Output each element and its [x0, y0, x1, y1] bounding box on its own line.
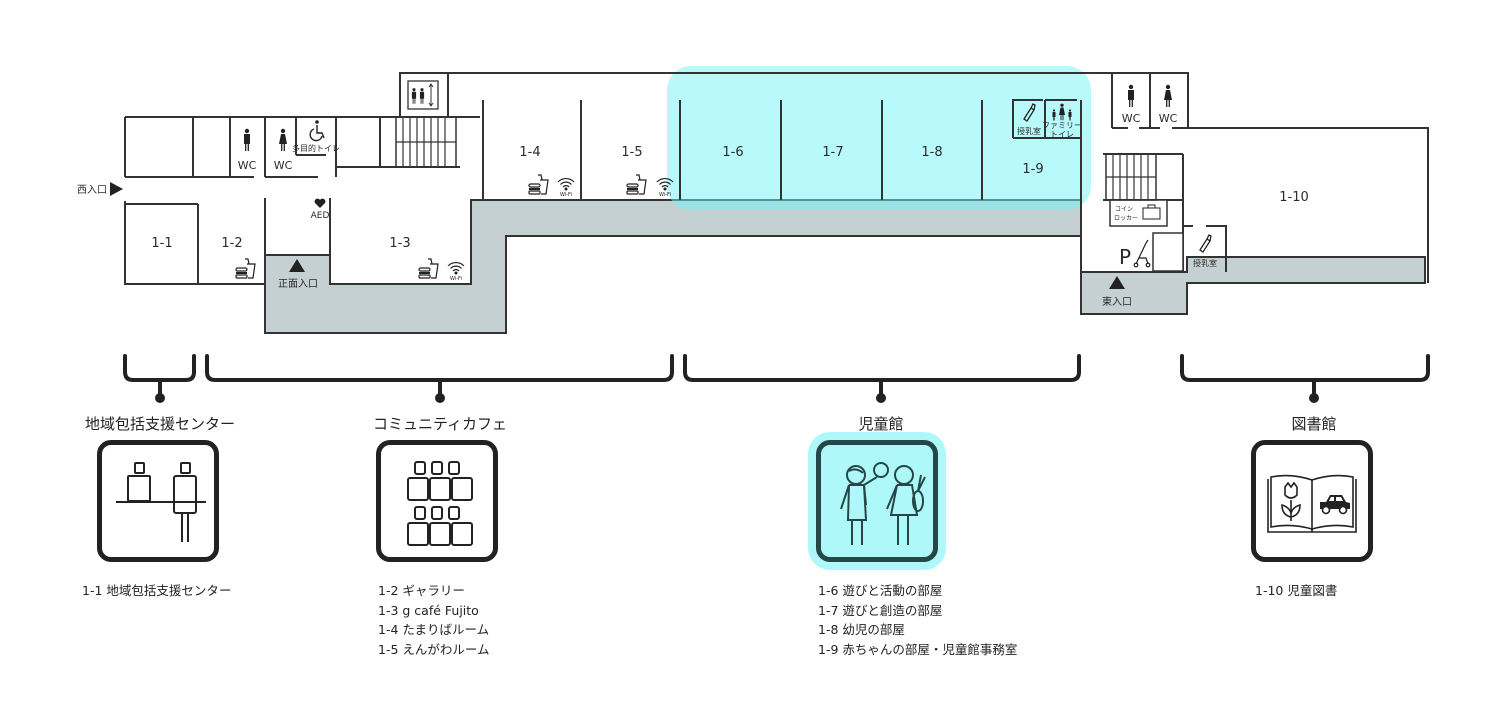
west-entrance-label: 西入口	[77, 185, 107, 196]
stairs-west	[395, 116, 457, 168]
bracket-dot	[155, 393, 165, 403]
children-hall-highlight	[667, 66, 1091, 210]
room-1-4: 1-4	[519, 145, 540, 160]
list-item: 1-5 えんがわルーム	[378, 641, 490, 657]
main-entrance-arrow-icon	[289, 259, 305, 272]
east-entrance-label: 東入口	[1102, 295, 1132, 308]
list-item: 1-2 ギャラリー	[378, 583, 465, 598]
wc-label-4: WC	[1159, 112, 1178, 125]
bracket-community-cafe	[205, 354, 674, 397]
cafe-seating-icon	[407, 461, 473, 546]
nursing-family-rooms	[1012, 99, 1080, 139]
room-dividers	[482, 100, 1082, 200]
nursing-room-label-2: 授乳室	[1193, 258, 1217, 268]
wc-label-3: WC	[1122, 112, 1141, 125]
section-title-community-cafe: コミュニティカフェ	[372, 415, 508, 433]
list-item: 1-4 たまりばルーム	[378, 622, 490, 637]
room-1-8: 1-8	[921, 145, 942, 160]
coin-locker-label-1: コイン	[1115, 206, 1133, 213]
coin-locker-label-2: ロッカー	[1114, 215, 1138, 222]
west-block-walls	[124, 116, 480, 285]
bracket-community-center	[123, 354, 196, 397]
corridor-east	[1080, 256, 1426, 315]
east-entrance-arrow-icon	[1109, 276, 1125, 289]
wc-men-west-icon	[243, 128, 251, 152]
food-icon	[626, 174, 647, 195]
family-toilet-label-1: ファミリー	[1042, 121, 1082, 130]
list-community-cafe: 1-2 ギャラリー 1-3 g café Fujito 1-4 たまりばルーム …	[378, 581, 490, 659]
bracket-childrens-hall	[683, 354, 1081, 397]
room-1-6: 1-6	[722, 145, 743, 160]
bracket-dot	[435, 393, 445, 403]
picture-book-icon	[1267, 474, 1357, 533]
list-item: 1-8 幼児の部屋	[818, 622, 905, 637]
list-item: 1-1 地域包括支援センター	[82, 583, 232, 598]
bracket-library	[1180, 354, 1430, 397]
wc-label-2: WC	[274, 159, 293, 172]
bracket-dot	[1309, 393, 1319, 403]
list-item: 1-6 遊びと活動の部屋	[818, 583, 943, 598]
aed-label: AED	[311, 211, 330, 221]
section-title-community-center: 地域包括支援センター	[84, 415, 236, 433]
corridor-main	[264, 199, 1082, 334]
room-1-5: 1-5	[621, 145, 642, 160]
list-item: 1-7 遊びと創造の部屋	[818, 602, 943, 618]
stroller-icon	[1133, 239, 1151, 268]
card-community-cafe[interactable]	[376, 440, 498, 562]
wc-men-east-icon	[1127, 84, 1135, 108]
children-playing-icon	[840, 462, 926, 545]
food-icon	[235, 258, 256, 279]
main-entrance-label: 正面入口	[278, 279, 318, 290]
list-community-center: 1-1 地域包括支援センター	[82, 581, 231, 601]
card-community-center[interactable]	[97, 440, 219, 562]
section-title-library: 図書館	[1291, 415, 1337, 433]
food-icon	[528, 174, 549, 195]
list-item: 1-3 g café Fujito	[378, 602, 479, 618]
nursing-room-label-1: 授乳室	[1017, 126, 1041, 136]
wc-women-west-icon	[278, 128, 288, 152]
list-library: 1-10 児童図書	[1255, 581, 1337, 601]
wc-label-1: WC	[238, 159, 257, 172]
family-toilet-label-2: トイレ	[1050, 130, 1074, 139]
multipurpose-toilet-label: 多目的トイレ	[292, 143, 340, 153]
locker-icon	[1142, 204, 1161, 220]
bracket-dot	[876, 393, 886, 403]
room-1-10: 1-10	[1279, 190, 1309, 205]
stroller-parking-label: P	[1119, 245, 1131, 269]
list-item: 1-9 赤ちゃんの部屋・児童館事務室	[818, 641, 1018, 657]
elevator-icon	[399, 72, 449, 118]
aed-heart-icon	[314, 198, 326, 208]
room-1-3: 1-3	[389, 236, 410, 251]
room-1-1: 1-1	[151, 236, 172, 251]
wc-women-east-icon	[1163, 84, 1173, 108]
section-title-childrens-hall: 児童館	[858, 415, 904, 433]
west-entrance-arrow-icon	[110, 182, 123, 196]
list-childrens-hall: 1-6 遊びと活動の部屋 1-7 遊びと創造の部屋 1-8 幼児の部屋 1-9 …	[818, 581, 1017, 659]
food-icon	[418, 258, 439, 279]
room-1-2: 1-2	[221, 236, 242, 251]
list-item: 1-10 児童図書	[1255, 583, 1338, 598]
reception-icon	[116, 462, 206, 542]
room-1-9: 1-9	[1022, 162, 1043, 177]
wifi-icon	[557, 177, 575, 199]
card-childrens-hall[interactable]	[816, 440, 938, 562]
stairs-east	[1105, 153, 1157, 201]
card-library[interactable]	[1251, 440, 1373, 562]
wheelchair-icon	[309, 120, 325, 142]
room-1-7: 1-7	[822, 145, 843, 160]
wifi-icon	[447, 261, 465, 283]
